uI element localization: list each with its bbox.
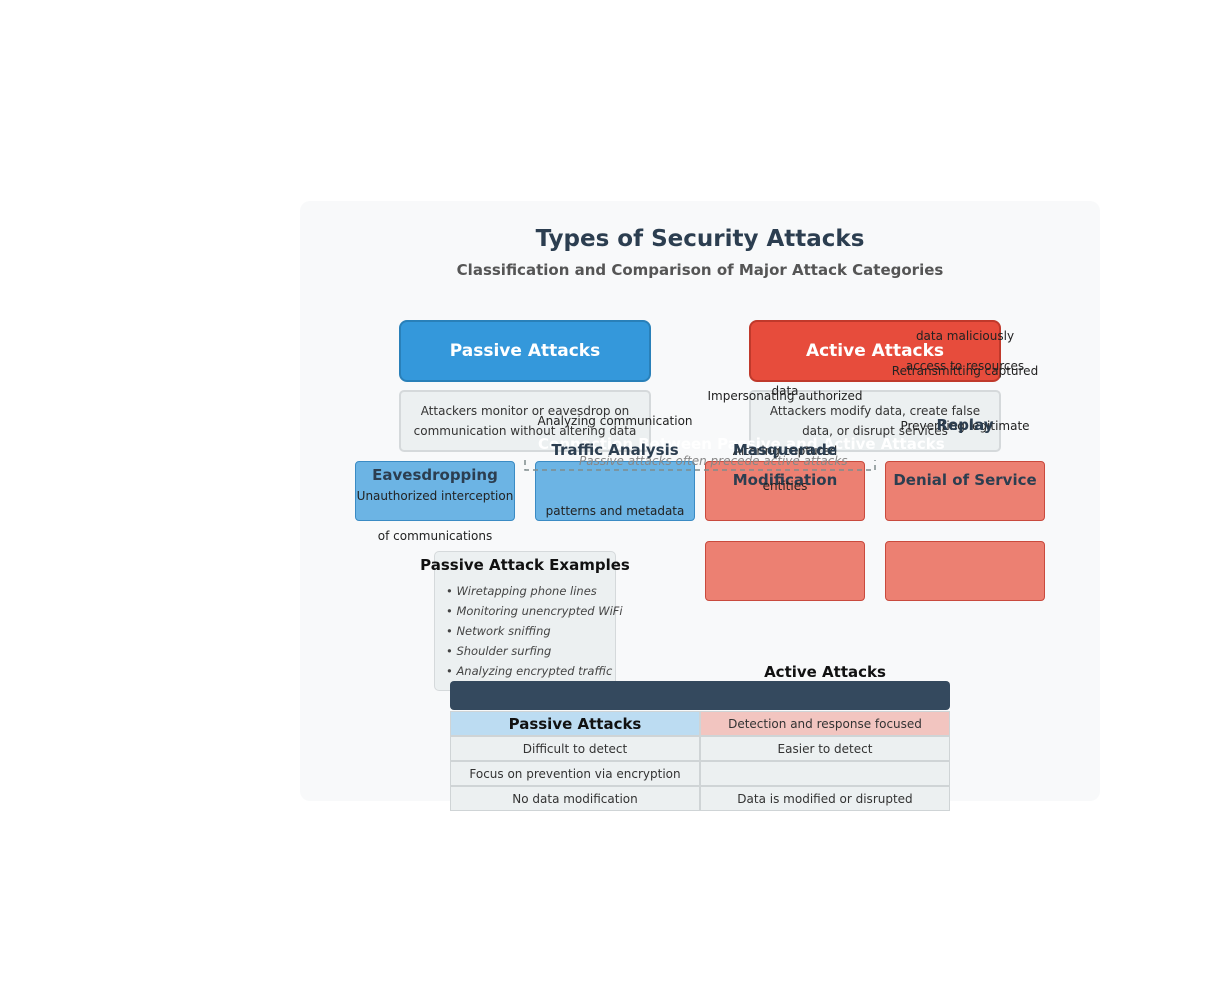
modification-box [705, 461, 865, 521]
comparison-cell: Easier to detect [700, 736, 950, 761]
eavesdropping-desc-line2: of communications [377, 529, 493, 543]
example-item: • Network sniffing [446, 624, 551, 638]
traffic-analysis-title: Traffic Analysis [551, 441, 679, 459]
masquerade-box [705, 541, 865, 601]
passive-description: Attackers monitor or eavesdrop on commun… [399, 390, 651, 452]
active-attacks-title: Active Attacks [805, 341, 945, 361]
passive-attacks-title: Passive Attacks [449, 341, 601, 361]
connector-label: Connection Between Passive and Active At… [538, 435, 945, 453]
replay-desc-line2: data [771, 384, 799, 398]
example-item: • Shoulder surfing [446, 644, 552, 658]
page-title: Types of Security Attacks [535, 226, 865, 252]
modification-title: Modification [732, 471, 838, 489]
denial-of-service-desc-line2: access to resources [905, 359, 1025, 373]
traffic-analysis-desc-line1: Analyzing communication [537, 414, 693, 428]
comparison-table-header [450, 681, 950, 710]
passive-description-line2: communication without altering data [413, 424, 637, 438]
comparison-active-header: Active Attacks [764, 663, 886, 681]
example-item: • Analyzing encrypted traffic [446, 664, 613, 678]
modification-overlap-text: Altering captured [732, 444, 838, 458]
active-description: Attackers modify data, create false data… [749, 390, 1001, 452]
eavesdropping-desc-line1: Unauthorized interception [356, 489, 514, 503]
modification-desc-line2: data maliciously [915, 329, 1015, 343]
masquerade-title: Masquerade [733, 441, 837, 459]
comparison-cell: Focus on prevention via encryption [450, 761, 700, 786]
connector-note: Passive attacks often precede active att… [579, 454, 848, 468]
passive-examples-title: Passive Attack Examples [420, 556, 630, 574]
comparison-cell: Detection and response focused [700, 711, 950, 736]
denial-of-service-desc-line1: Preventing legitimate [900, 419, 1030, 433]
masquerade-desc-line2: entities [762, 479, 808, 493]
eavesdropping-title: Eavesdropping [372, 466, 498, 484]
traffic-analysis-desc-line2: patterns and metadata [545, 504, 685, 518]
comparison-cell: Data is modified or disrupted [700, 786, 950, 811]
masquerade-desc-line1: Impersonating authorized [707, 389, 863, 403]
replay-box [885, 541, 1045, 601]
example-item: • Wiretapping phone lines [446, 584, 597, 598]
passive-examples-box [434, 551, 616, 691]
passive-attacks-header: Passive Attacks [399, 320, 651, 382]
replay-desc-line1: Retransmitting captured [891, 364, 1039, 378]
active-attacks-header: Active Attacks [749, 320, 1001, 382]
example-item: • Monitoring unencrypted WiFi [446, 604, 623, 618]
denial-of-service-box [885, 461, 1045, 521]
active-description-line1: Attackers modify data, create false [769, 404, 981, 418]
comparison-cell: Difficult to detect [450, 736, 700, 761]
comparison-cell [700, 761, 950, 786]
comparison-passive-header: Passive Attacks [450, 711, 700, 736]
connector-line [524, 460, 876, 471]
replay-title: Replay [936, 416, 994, 434]
traffic-analysis-box [535, 461, 695, 521]
comparison-cell: No data modification [450, 786, 700, 811]
eavesdropping-box [355, 461, 515, 521]
denial-of-service-title: Denial of Service [893, 471, 1037, 489]
passive-description-line1: Attackers monitor or eavesdrop on [420, 404, 630, 418]
active-description-line2: data, or disrupt services [802, 424, 948, 438]
page-subtitle: Classification and Comparison of Major A… [456, 261, 944, 279]
